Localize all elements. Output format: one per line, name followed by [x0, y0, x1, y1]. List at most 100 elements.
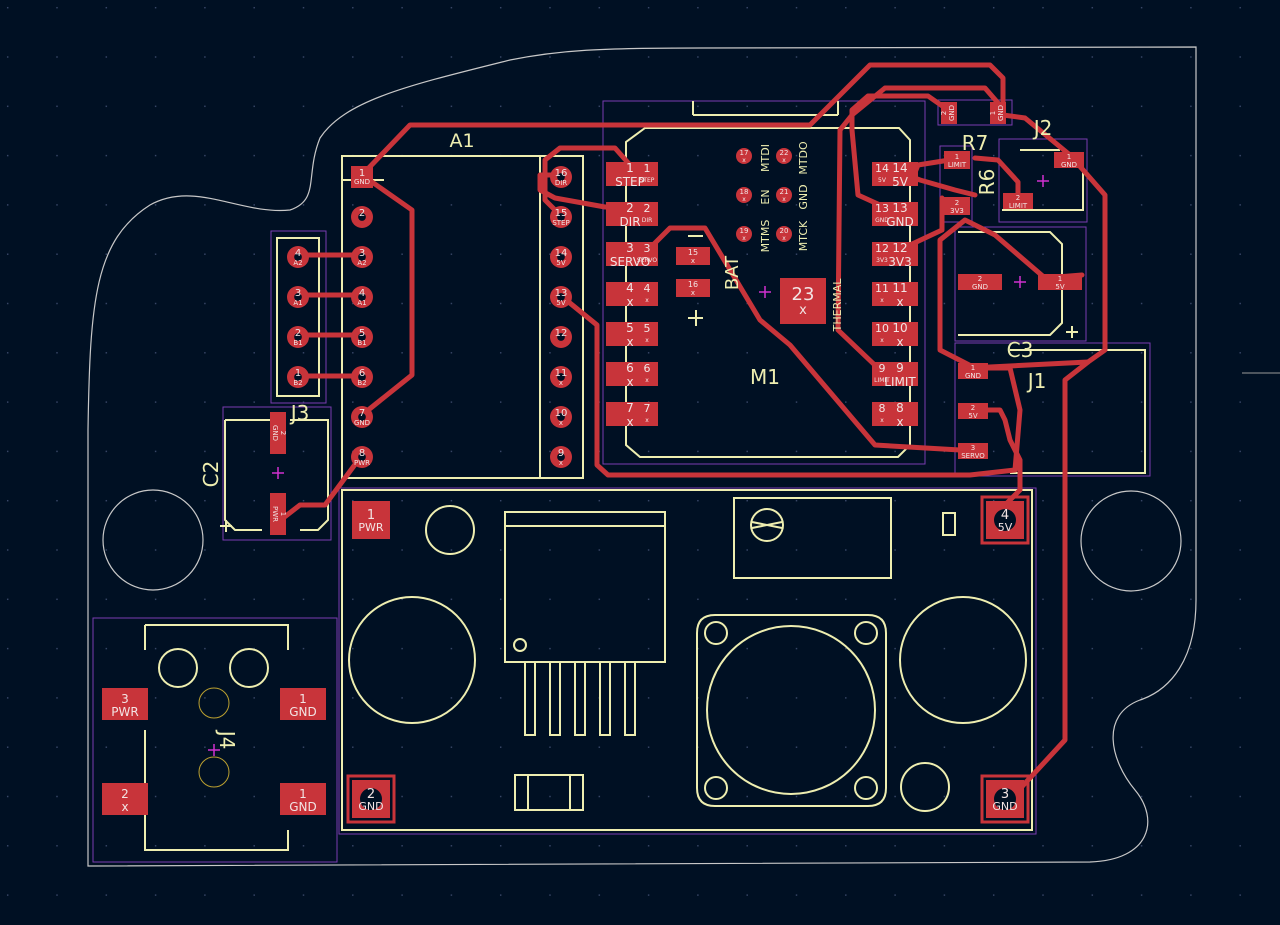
- pad-net-label: x: [742, 157, 746, 164]
- j1-pad[interactable]: 25V: [958, 403, 988, 420]
- pad-inner-number: 8: [896, 401, 904, 415]
- m1-test-pad[interactable]: 22x: [776, 148, 792, 164]
- ref-j4: J4: [215, 729, 239, 750]
- a1-right-pad[interactable]: 10x: [550, 406, 572, 428]
- a1-left-pad[interactable]: 2: [351, 206, 373, 228]
- pad-net-label: A2: [293, 259, 302, 267]
- c3-pad[interactable]: 15V: [1038, 274, 1082, 291]
- pad-number: 2: [955, 199, 959, 207]
- pad-number: 5: [626, 321, 634, 335]
- a1-right-pad[interactable]: 9x: [550, 446, 572, 468]
- pad-number: 1: [279, 512, 287, 516]
- m1-test-pad[interactable]: 21x: [776, 187, 792, 203]
- pad-inner-number: 9: [896, 361, 904, 375]
- pad-number: 12: [555, 328, 568, 339]
- m1-thermal-pad[interactable]: 23x: [780, 278, 826, 324]
- a1-left-pad[interactable]: 5B1: [351, 326, 373, 348]
- m1-test-pad[interactable]: 20x: [776, 226, 792, 242]
- pad-inner-number: 2: [644, 202, 651, 215]
- a1-left-pad[interactable]: 3A2: [351, 246, 373, 268]
- pad-inner-net: x: [645, 417, 649, 424]
- a1-left-pad[interactable]: 6B2: [351, 366, 373, 388]
- pad-number: 3: [1001, 787, 1009, 802]
- pad-number: 1: [971, 364, 975, 372]
- j3-pad[interactable]: 2B1: [287, 326, 309, 348]
- pad-number: 1: [989, 111, 997, 115]
- pad-number: 20: [780, 227, 789, 235]
- buck-pad[interactable]: 45V: [980, 495, 1030, 545]
- pad-net-label: A2: [357, 259, 366, 267]
- pad-net-label: GND: [1061, 161, 1077, 169]
- pad-number: 17: [740, 149, 749, 157]
- pad-inner-net: 3V3: [888, 255, 911, 269]
- pad-number: 4: [359, 288, 365, 299]
- pad-net-label: x: [742, 235, 746, 242]
- j3-pad[interactable]: 1B2: [287, 366, 309, 388]
- pad-number: 6: [626, 361, 634, 375]
- m1-center-pad[interactable]: 16x: [676, 279, 710, 297]
- ref-c2: C2: [199, 461, 223, 488]
- pad-net-label: x: [880, 417, 884, 424]
- j3-pad[interactable]: 3A1: [287, 286, 309, 308]
- reference-labels: A1 M1 J1 J2 J3 C3 R7 C2 R6 J4 BAT THERMA…: [199, 116, 1052, 749]
- pad-number: 8: [879, 402, 886, 415]
- m1-center-pad[interactable]: 15x: [676, 247, 710, 265]
- m1-test-pad[interactable]: 17x: [736, 148, 752, 164]
- j4-pad[interactable]: 2x: [102, 783, 148, 815]
- pad-inner-number: 3: [644, 242, 651, 255]
- pad-net-label: x: [880, 297, 884, 304]
- pad-number: 2: [1016, 194, 1020, 202]
- j3-pad[interactable]: 4A2: [287, 246, 309, 268]
- ref-j2: J2: [1032, 116, 1053, 140]
- m1-test-pad[interactable]: 18x: [736, 187, 752, 203]
- m1-test-pad[interactable]: 19x: [736, 226, 752, 242]
- a1-right-pad[interactable]: 12: [550, 326, 572, 348]
- a1-left-pad[interactable]: 4A1: [351, 286, 373, 308]
- silk-en: EN: [759, 189, 772, 204]
- silk-gnd: GND: [797, 184, 810, 209]
- pad-net-label: 5V: [556, 259, 565, 267]
- silk-mtdi: MTDI: [759, 144, 772, 172]
- pad-number: 21: [780, 188, 789, 196]
- a1-right-pad[interactable]: 11x: [550, 366, 572, 388]
